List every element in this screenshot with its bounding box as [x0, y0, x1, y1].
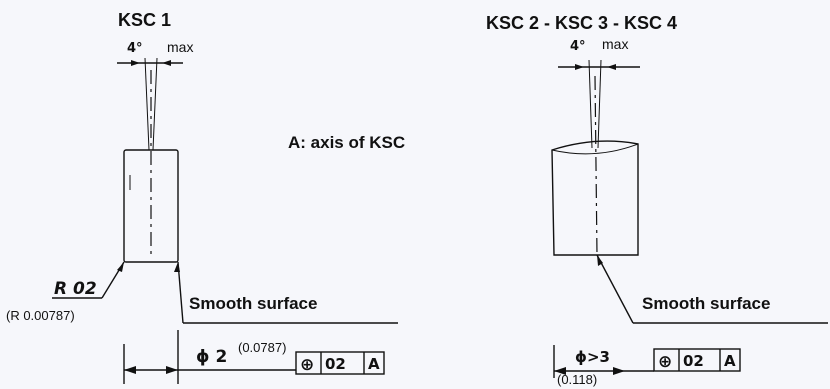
- ksc1-surface-label: Smooth surface: [189, 294, 317, 313]
- ksc1-angle-max: max: [167, 39, 193, 55]
- ksc1-dim-arrow-right: [166, 366, 178, 374]
- ksc2-surface-label: Smooth surface: [642, 294, 770, 313]
- ksc2-surface-arrow: [597, 255, 603, 266]
- ksc1-angle-label: 4°: [127, 41, 143, 56]
- ksc1-frame-tolerance: 02: [325, 355, 346, 373]
- ksc1-feature-control-frame: ⊕ 02 A: [295, 351, 385, 375]
- ksc1-surface-leader: [177, 261, 184, 324]
- ksc1-diameter-inch: (0.0787): [238, 340, 286, 355]
- ksc1-surface-arrow: [174, 262, 180, 272]
- ksc2-angle-ext-right: [597, 59, 602, 149]
- ksc1-diameter-label: ϕ 2: [196, 347, 227, 367]
- ksc1-drawing: KSC 1 4° max R 02 (R 0.00787) Smooth sur…: [6, 10, 398, 384]
- ksc2-cylinder: [551, 140, 639, 256]
- ksc1-radius-label: R 02: [54, 279, 97, 299]
- ksc2-diameter-inch: (0.118): [557, 372, 597, 387]
- ksc1-cylinder: [123, 149, 179, 263]
- ksc2-position-symbol: ⊕: [658, 352, 672, 372]
- ksc2-axis-line: [594, 75, 598, 256]
- ksc2-frame-datum: A: [724, 352, 736, 370]
- ksc1-radius-arrow: [117, 262, 124, 272]
- ksc2-4-drawing: KSC 2 - KSC 3 - KSC 4 4° max Smooth surf…: [486, 13, 828, 387]
- ksc1-dim-arrow-left: [124, 366, 136, 374]
- ksc1-radius-inch: (R 0.00787): [6, 308, 75, 323]
- ksc2-angle-label: 4°: [570, 39, 586, 54]
- ksc2-angle-arrow-left: [575, 64, 584, 70]
- ksc1-angle-ext-right: [152, 57, 158, 151]
- ksc1-angle-arrow-left: [131, 60, 140, 66]
- ksc2-angle-max: max: [602, 36, 628, 52]
- ksc2-4-title: KSC 2 - KSC 3 - KSC 4: [486, 13, 677, 33]
- ksc2-angle-ext-left: [588, 59, 593, 149]
- ksc1-angle-arrow-right: [162, 60, 171, 66]
- ksc1-title: KSC 1: [118, 10, 171, 30]
- ksc1-angle-ext-left: [144, 57, 150, 151]
- ksc2-feature-control-frame: ⊕ 02 A: [653, 348, 741, 372]
- ksc1-position-symbol: ⊕: [300, 355, 314, 375]
- ksc1-frame-datum: A: [368, 355, 380, 373]
- ksc2-cylinder-top-edge: [551, 143, 639, 155]
- ksc2-surface-leader: [596, 254, 634, 324]
- ksc2-frame-tolerance: 02: [683, 352, 704, 370]
- axis-note: A: axis of KSC: [288, 133, 405, 152]
- ksc2-dim-arrow-right: [613, 367, 625, 375]
- ksc2-dim-arrow-left: [554, 367, 566, 375]
- ksc2-diameter-label: ϕ>3: [575, 348, 610, 366]
- ksc2-angle-arrow-right: [607, 64, 616, 70]
